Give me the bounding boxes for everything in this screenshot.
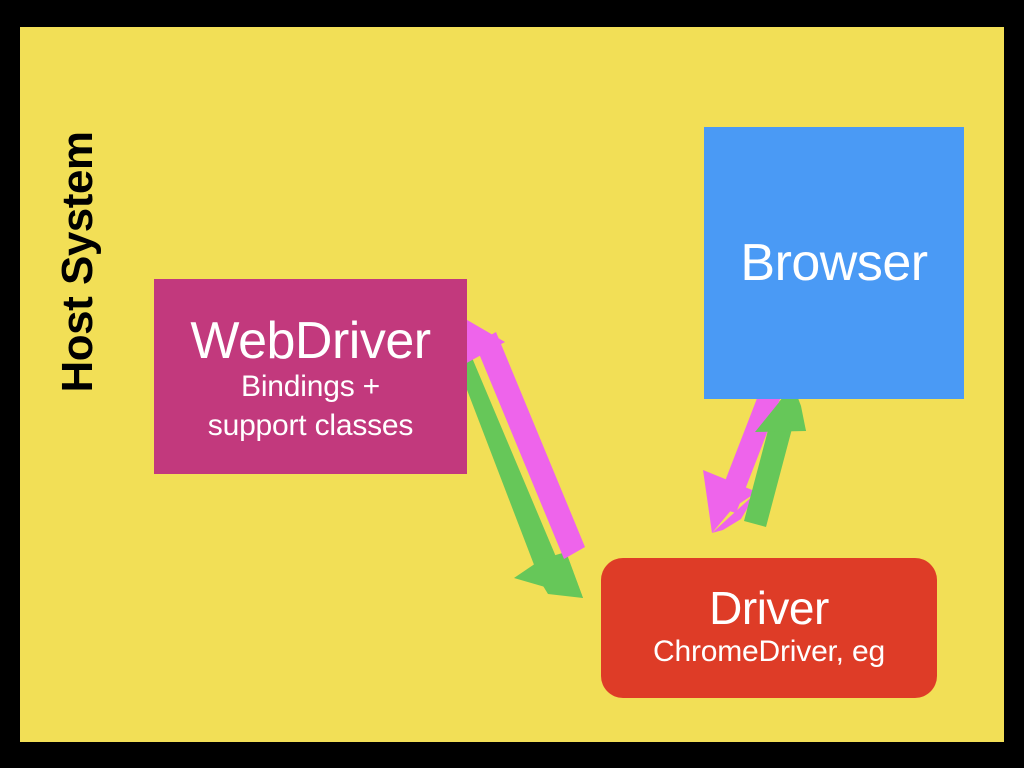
arrow-driver-to-webdriver-shaft bbox=[475, 332, 585, 559]
arrow-browser-to-driver bbox=[703, 370, 789, 533]
arrow-webdriver-to-driver-shaft bbox=[441, 322, 562, 583]
arrow-browser-to-driver-shaft bbox=[715, 370, 789, 513]
node-driver[interactable]: Driver ChromeDriver, eg bbox=[601, 558, 937, 698]
node-webdriver-subtitle-line2: support classes bbox=[207, 408, 414, 442]
arrow-webdriver-to-driver-head2 bbox=[540, 552, 583, 598]
node-driver-subtitle: ChromeDriver, eg bbox=[653, 634, 885, 668]
node-webdriver-title: WebDriver bbox=[190, 312, 431, 371]
arrow-browser-to-driver-head bbox=[703, 470, 757, 533]
arrow-webdriver-to-driver bbox=[441, 322, 583, 598]
node-browser[interactable]: Browser bbox=[704, 127, 964, 399]
node-driver-title: Driver bbox=[709, 581, 829, 634]
node-browser-title: Browser bbox=[740, 233, 928, 292]
node-webdriver-subtitle-line1: Bindings + bbox=[241, 370, 380, 404]
host-system-panel: Host System WebDriver Bindings + support… bbox=[20, 27, 1004, 742]
arrow-driver-to-browser-shaft bbox=[744, 419, 793, 527]
node-webdriver[interactable]: WebDriver Bindings + support classes bbox=[154, 279, 467, 474]
arrow-browser-to-driver-head2 bbox=[712, 492, 757, 533]
